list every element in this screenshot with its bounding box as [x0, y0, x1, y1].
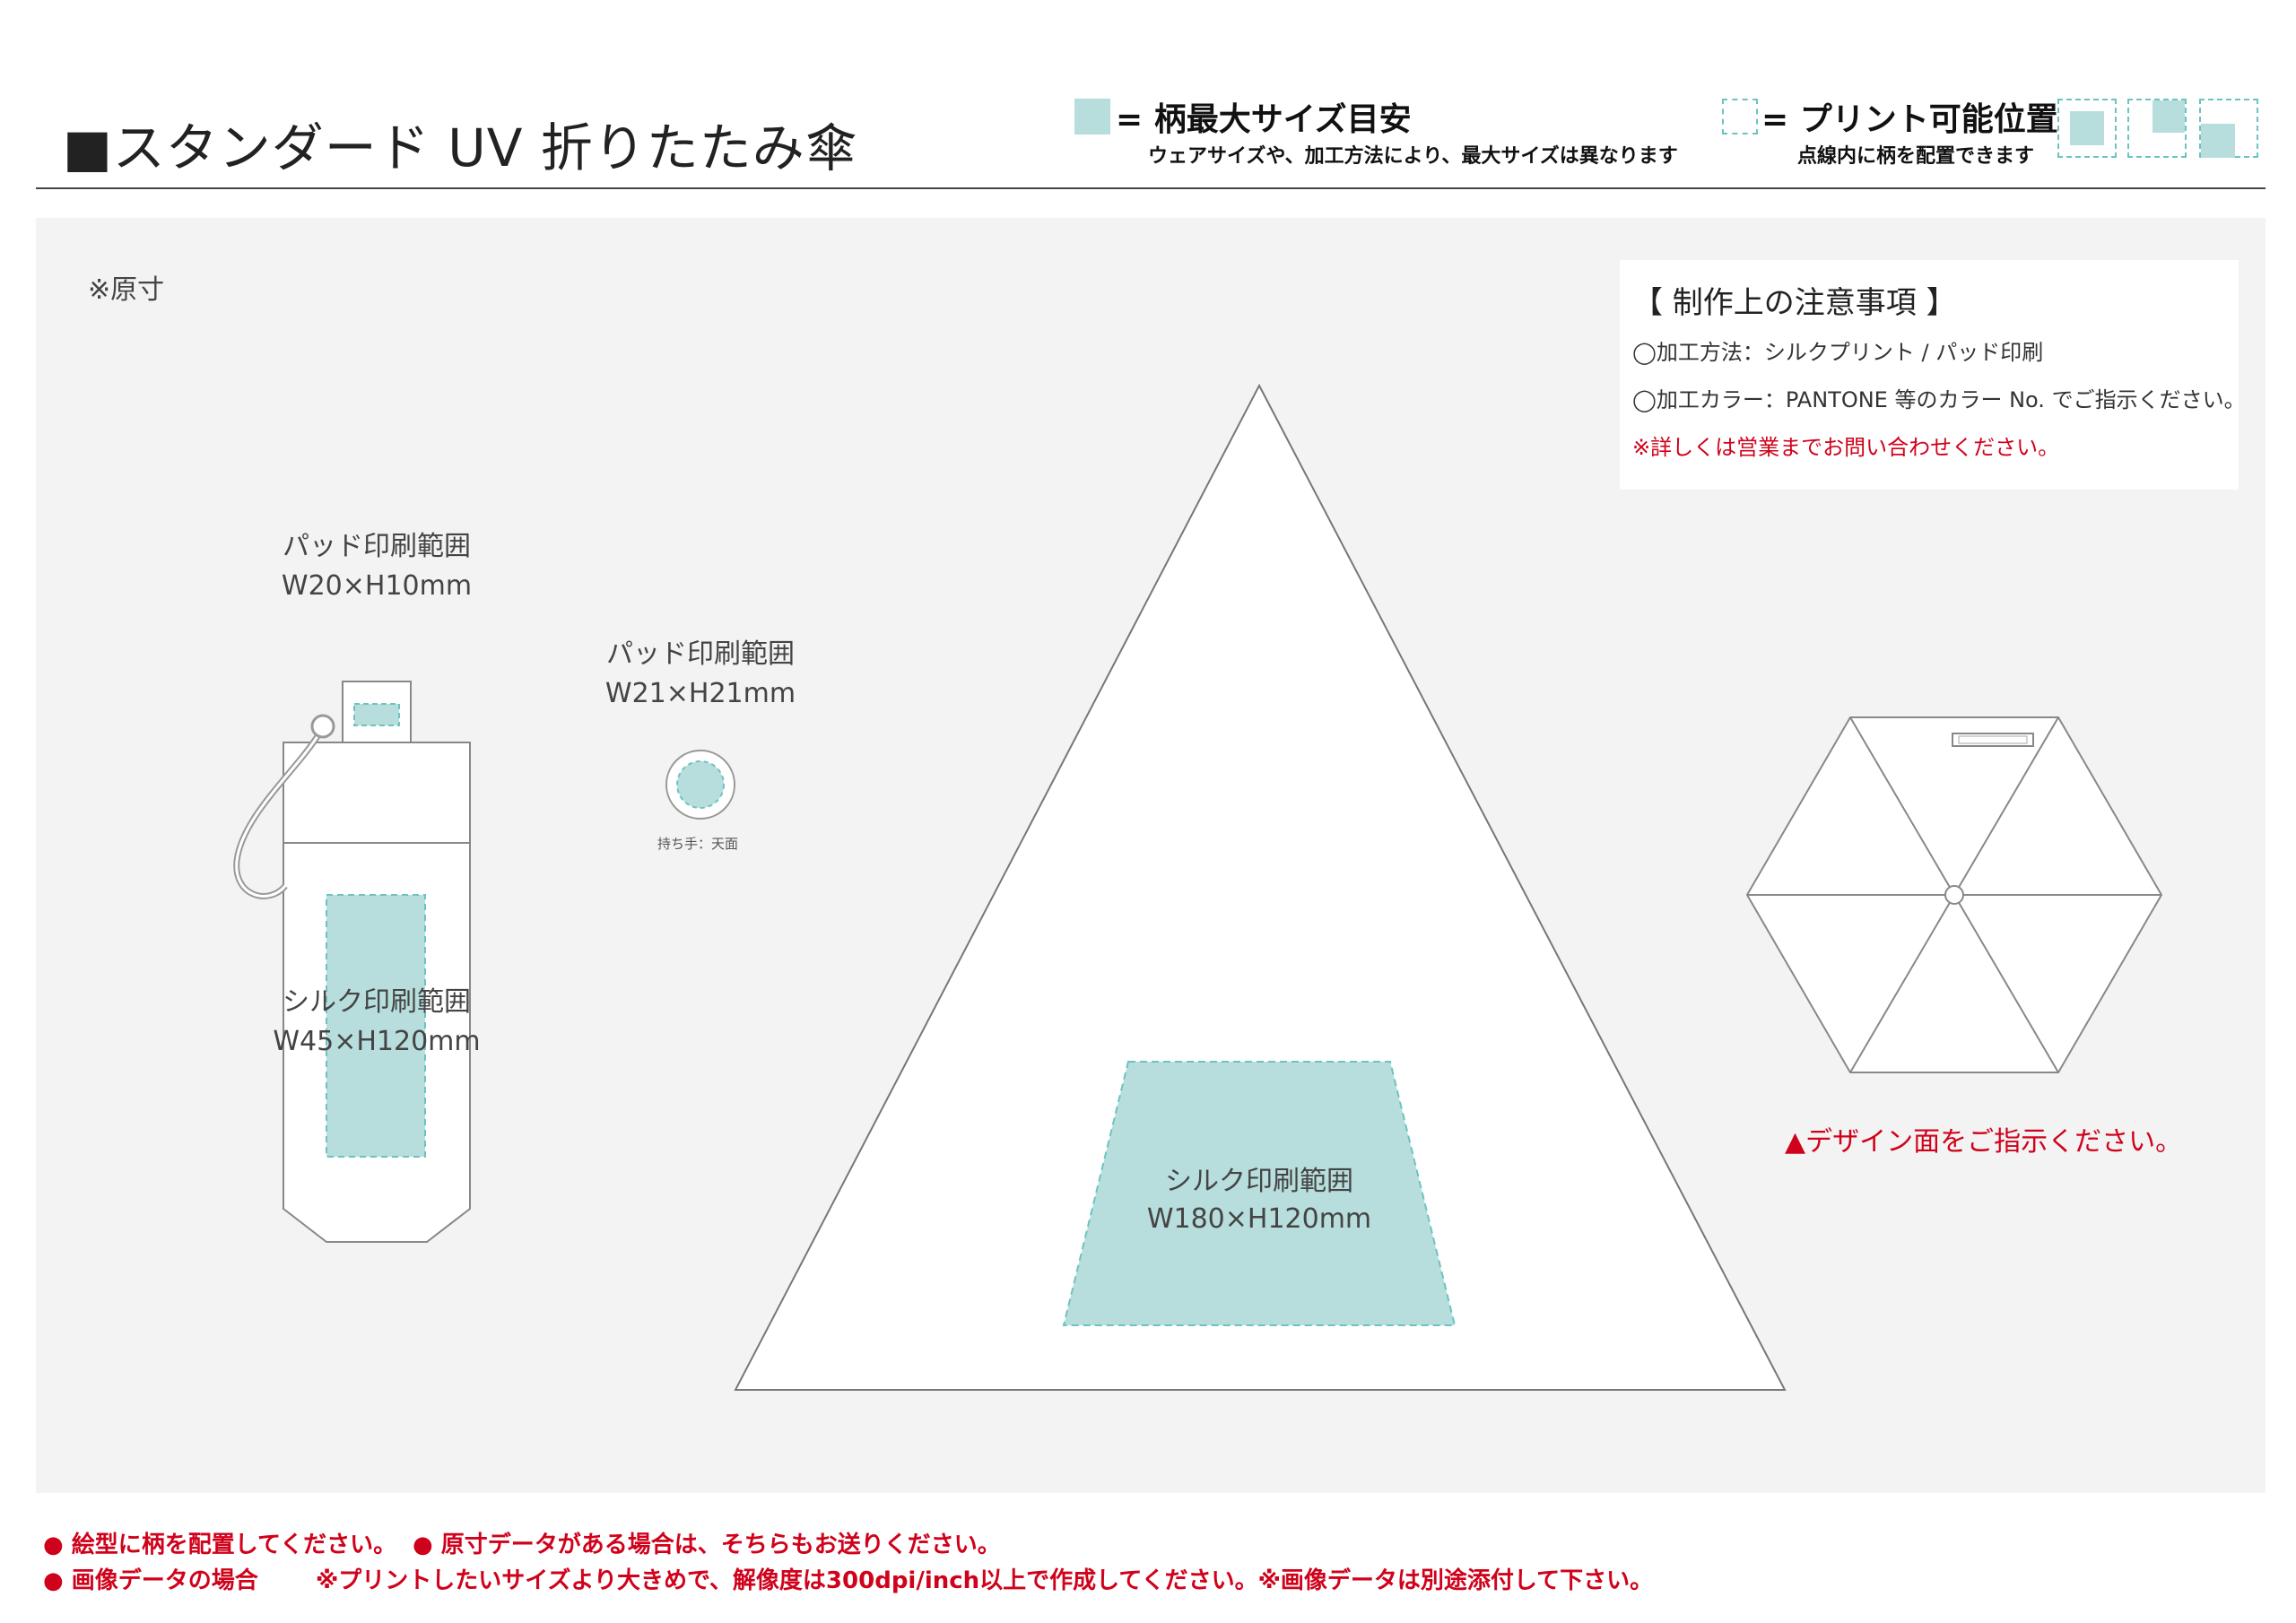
pad-print-label-2: パッド印刷範囲: [606, 638, 795, 670]
pad-print-area-handle-top: [676, 760, 725, 809]
production-notes: 【 制作上の注意事項 】 ◯加工方法：シルクプリント / パッド印刷 ◯加工カラ…: [1620, 260, 2246, 490]
scale-note: ※原寸: [88, 274, 165, 306]
placement-example-center-icon: [2057, 99, 2117, 158]
header-divider: [36, 187, 2266, 189]
placement-example-bottom-icon: [2199, 99, 2258, 158]
placement-example-top-icon: [2127, 99, 2187, 158]
legend-max-note: ウェアサイズや、加工方法により、最大サイズは異なります: [1148, 145, 1678, 168]
pad-print-label-1: パッド印刷範囲: [283, 531, 471, 562]
strap-ring-icon: [310, 714, 335, 739]
page-title: ■スタンダード UV 折りたたみ傘: [63, 117, 858, 178]
legend-print-note: 点線内に柄を配置できます: [1797, 145, 2035, 168]
umbrella-panel-outline: [734, 383, 1787, 1391]
legend-max-label: = 柄最大サイズ目安: [1116, 101, 1412, 138]
silk-print-size-2: W180×H120mm: [1146, 1203, 1372, 1235]
legend-max: = 柄最大サイズ目安 ウェアサイズや、加工方法により、最大サイズは異なります: [1116, 93, 1678, 169]
design-side-note: ▲デザイン面をご指示ください。: [1785, 1126, 2183, 1158]
notes-method: ◯加工方法：シルクプリント / パッド印刷: [1632, 340, 2044, 365]
pad-print-size-1: W20×H10mm: [281, 570, 473, 602]
footer-note-1: ● 絵型に柄を配置してください。: [43, 1532, 397, 1558]
silk-print-area-sleeve: [326, 894, 426, 1158]
silk-print-label-1: シルク印刷範囲: [283, 986, 471, 1018]
silk-print-size-1: W45×H120mm: [273, 1026, 481, 1057]
footer-note-3: ● 画像データの場合: [43, 1567, 258, 1594]
silk-print-area-panel: [1062, 1061, 1457, 1326]
pad-print-size-2: W21×H21mm: [604, 678, 796, 709]
notes-color: ◯加工カラー：PANTONE 等のカラー No. でご指示ください。: [1632, 387, 2246, 412]
notes-contact: ※詳しくは営業までお問い合わせください。: [1632, 435, 2060, 460]
notes-heading: 【 制作上の注意事項 】: [1632, 285, 1957, 321]
footer-note-2: ● 原寸データがある場合は、そちらもお送りください。: [413, 1532, 1001, 1558]
footer-note-4: ※プリントしたいサイズより大きめで、解像度は300dpi/inch以上で作成して…: [316, 1567, 1654, 1594]
legend-print-swatch: [1722, 99, 1758, 135]
legend-print-label: = プリント可能位置: [1761, 101, 2058, 138]
silk-print-label-2: シルク印刷範囲: [1165, 1166, 1353, 1197]
legend-print: = プリント可能位置 点線内に柄を配置できます: [1761, 93, 2058, 169]
legend-max-swatch: [1074, 99, 1110, 135]
umbrella-center-icon: [1944, 885, 1964, 905]
umbrella-tag-icon: [1952, 733, 2034, 747]
umbrella-handle-body: [283, 742, 471, 844]
handle-note: 持ち手：天面: [657, 836, 739, 852]
pad-print-area-handle: [353, 703, 400, 726]
